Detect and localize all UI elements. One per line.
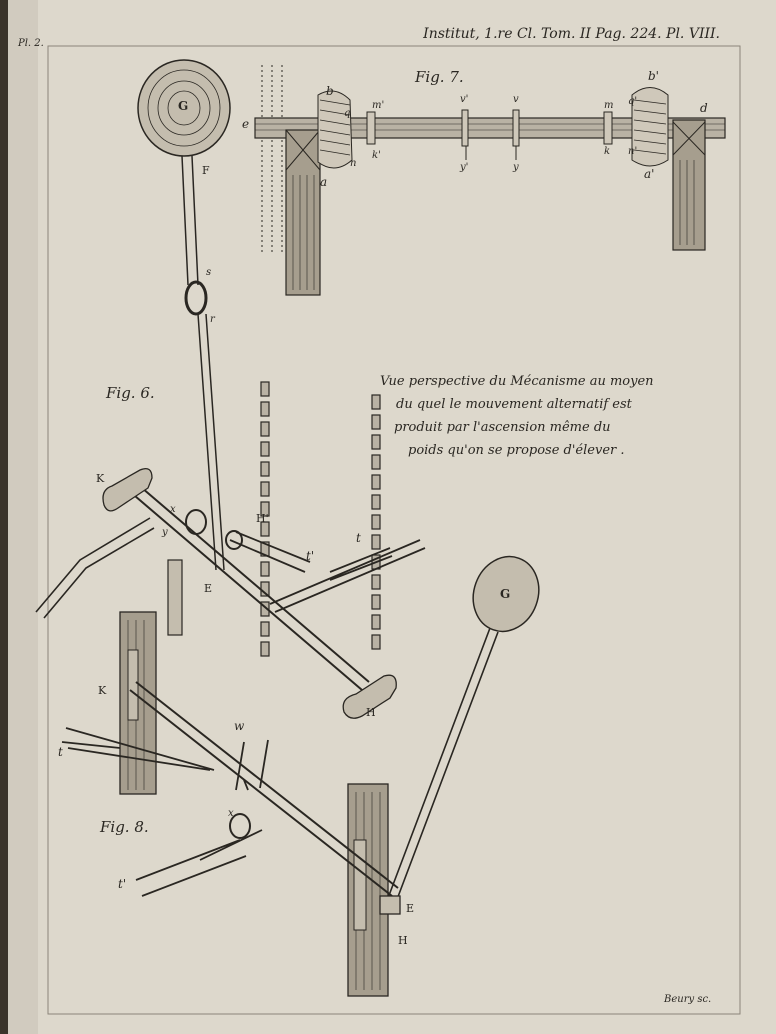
plate-border [47, 45, 741, 1015]
fig8-rod [387, 627, 499, 903]
svg-text:r: r [210, 314, 216, 325]
svg-text:n: n [350, 158, 356, 169]
fig7-gear-b [317, 90, 353, 169]
fig6-weight-disc [137, 59, 231, 157]
fig8-block-E [379, 895, 401, 915]
svg-text:y: y [161, 527, 168, 538]
fig6-fork-t [269, 539, 426, 613]
fig8-labels: G K w t x t' E H [58, 587, 510, 947]
figure-6: Fig. 6. Vue perspective du Mécanisme au … [35, 59, 654, 719]
svg-text:H: H [398, 934, 408, 947]
svg-text:a': a' [644, 167, 654, 181]
fig6-fork-t-prime [229, 531, 311, 573]
fig8-weight-disc [472, 555, 540, 633]
fig6-main-lever [127, 481, 370, 691]
fig6-chain-right [371, 394, 381, 650]
fig8-fork-t [61, 727, 215, 771]
fig6-title: Fig. 6. [105, 384, 155, 402]
svg-text:E: E [406, 902, 414, 915]
svg-text:k: k [604, 146, 610, 157]
fig8-fork-t-prime [135, 829, 263, 897]
svg-text:w: w [234, 719, 245, 733]
svg-text:m': m' [372, 100, 384, 111]
svg-text:y: y [512, 162, 519, 173]
fig8-fork-w [235, 739, 269, 791]
svg-text:b': b' [648, 69, 659, 83]
fig6-rod [181, 155, 199, 286]
svg-text:q': q' [628, 96, 637, 107]
svg-text:G: G [500, 587, 510, 601]
fig7-collar-v [512, 109, 520, 147]
svg-text:n': n' [628, 146, 637, 157]
svg-text:t: t [58, 745, 63, 759]
fig7-dotted-guide [261, 65, 283, 255]
fig8-main-lever [129, 681, 399, 897]
svg-text:a: a [320, 175, 327, 189]
svg-text:b: b [326, 84, 334, 98]
svg-text:d: d [700, 101, 708, 115]
fig6-plate-K [102, 467, 153, 512]
fig6-ring [184, 280, 208, 316]
svg-text:s: s [206, 267, 211, 278]
fig7-title: Fig. 7. [414, 68, 464, 86]
svg-text:poids qu'on se propose d'éleve: poids qu'on se propose d'élever . [408, 443, 625, 458]
svg-text:m: m [604, 100, 613, 111]
svg-text:q: q [344, 108, 350, 119]
svg-text:F: F [202, 164, 210, 177]
figure-8: Fig. 8. G K w t x t' E [58, 555, 540, 997]
svg-text:v: v [513, 94, 519, 105]
svg-text:x: x [228, 808, 234, 819]
svg-text:Vue perspective du Mécanisme a: Vue perspective du Mécanisme au moyen [380, 374, 654, 389]
fig8-title: Fig. 8. [99, 818, 149, 836]
fig7-collar-m-prime [366, 111, 376, 145]
fig7-labels: e b q m' v' v m q' b' d k' n a y' y k n'… [242, 69, 708, 189]
page-paper [8, 0, 776, 1034]
svg-text:H': H' [256, 512, 269, 525]
plate-reference: Institut, 1.re Cl. Tom. II Pag. 224. Pl.… [422, 26, 720, 42]
fig7-collar-v-prime [461, 109, 469, 147]
svg-text:t': t' [306, 549, 314, 563]
svg-text:G: G [178, 99, 188, 113]
engraver-signature: Beury sc. [663, 994, 711, 1005]
fig8-pivot [229, 813, 251, 839]
svg-text:E: E [204, 582, 212, 595]
fig6-labels: G F s r K x y H' t' t E H [96, 99, 376, 719]
svg-text:y': y' [459, 162, 468, 173]
svg-text:x: x [170, 504, 176, 515]
svg-text:produit par l'ascension même d: produit par l'ascension même du [394, 420, 611, 435]
fig6-left-bar [35, 517, 155, 619]
fig7-gear-b-prime [631, 87, 669, 167]
svg-text:du quel le mouvement alternati: du quel le mouvement alternatif est [396, 397, 633, 412]
fig7-collar-m [603, 111, 613, 145]
svg-text:e: e [242, 117, 249, 131]
svg-text:H: H [366, 706, 376, 719]
fig6-small-plate [167, 559, 183, 636]
svg-text:v': v' [460, 94, 468, 105]
figure-7: Fig. 7. e b q m' v' [242, 65, 726, 296]
svg-text:K: K [96, 472, 105, 485]
fig6-lower-rod [197, 313, 225, 571]
fig7-right-post [672, 119, 706, 251]
gutter-shadow [8, 0, 38, 1034]
fig6-plate-H [342, 674, 397, 719]
svg-text:k': k' [372, 150, 381, 161]
fig6-pivot [185, 509, 207, 535]
svg-text:K: K [98, 684, 107, 697]
svg-text:t': t' [118, 877, 126, 891]
fig6-caption: Vue perspective du Mécanisme au moyen du… [380, 374, 654, 458]
fig7-left-post [285, 129, 321, 296]
svg-text:t: t [356, 531, 361, 545]
corner-mark: Pl. 2. [17, 38, 44, 49]
